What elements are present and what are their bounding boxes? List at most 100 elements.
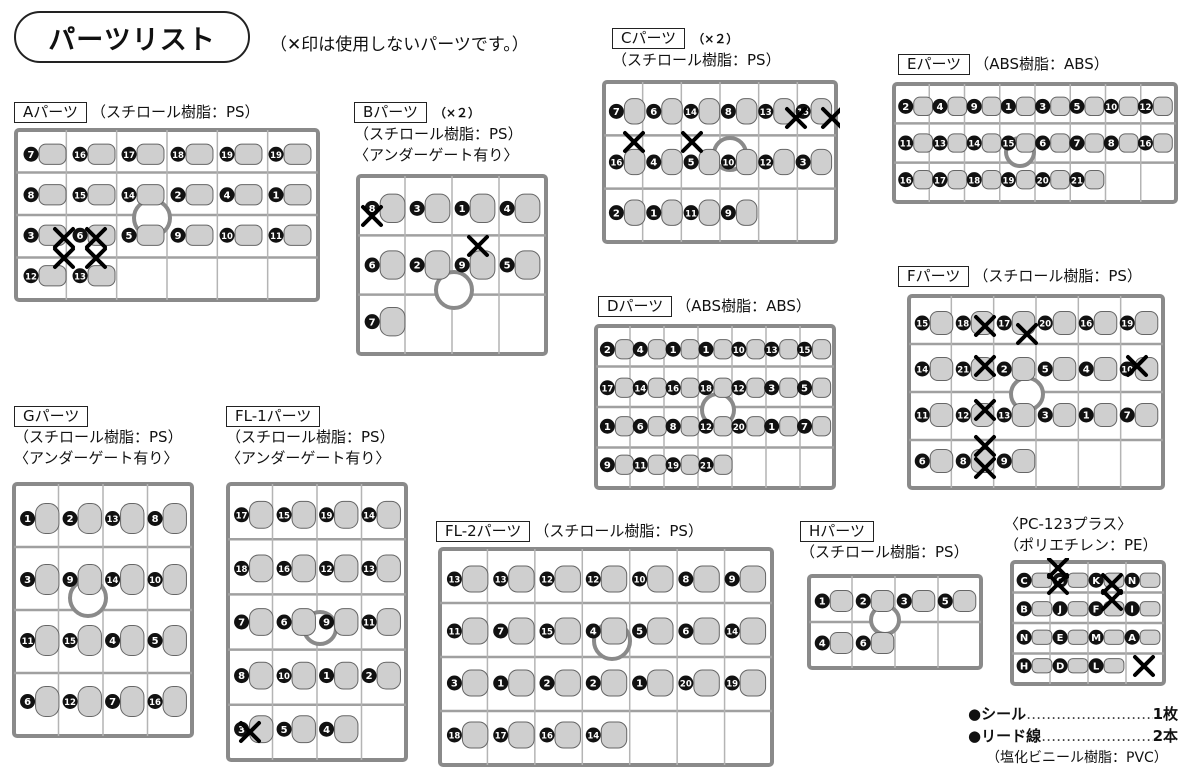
part-number-marker [855,635,871,651]
part-number-marker [632,457,648,473]
part-number: 3 [1039,102,1046,113]
part-number-marker [683,154,699,170]
part-number: 8 [28,190,35,201]
part-number: 6 [369,261,376,272]
part-shape [600,617,628,645]
part-shape [680,339,700,360]
part-shape [614,377,634,398]
part-shape [185,184,214,206]
part-number-marker [898,135,914,151]
part-shape [680,454,700,475]
part-number: 14 [726,628,738,638]
part-shape [680,377,700,398]
part-number-marker [996,453,1012,469]
part-shape [600,721,628,749]
part-number-marker [20,694,36,709]
part-shape [623,98,646,125]
part-number-marker [683,205,699,221]
sprue-c-frame: 76148131516451012321119 [600,78,840,246]
part-number: 18 [700,384,712,394]
part-number: 11 [363,619,375,629]
part-shape [376,554,401,583]
part-shape [913,170,934,190]
part-number: 2 [860,597,867,608]
part-number-marker [1088,658,1104,674]
extras-list: ●シール……………………………………1枚 ●リード線……………………………………… [968,703,1178,769]
part-shape [829,590,854,612]
part-number-marker [1088,572,1104,588]
part-number: 7 [28,150,35,161]
part-number: 2 [414,261,421,272]
unused-part-x-mark [53,247,75,269]
unused-part-x-mark [785,107,807,129]
part-number-marker [996,315,1012,331]
part-number: 5 [1042,365,1049,376]
part-number-marker [724,571,740,587]
part-number: 6 [860,639,867,650]
part-number-marker [20,511,36,526]
sprue-d-label: Dパーツ（ABS樹脂：ABS） [598,296,811,317]
part-number: 1 [768,422,775,433]
part-number: 7 [369,317,376,328]
part-shape [661,98,683,125]
unused-part-x-mark [1133,655,1155,677]
part-shape [713,339,733,360]
part-number-marker [683,103,699,119]
part-number-marker [72,268,88,284]
part-number-marker [20,633,36,648]
part-number-marker [170,187,186,203]
part-number-marker [539,727,555,743]
part-number: 3 [1042,411,1049,422]
part-number-marker [23,187,39,203]
part-number: 4 [637,345,644,356]
part-shape [1052,357,1077,381]
unused-part-x-mark [974,435,996,457]
part-number-marker [454,200,470,216]
unused-part-x-mark [974,457,996,479]
part-number-marker [1069,135,1085,151]
unused-part-x-mark [1047,558,1069,579]
part-number-marker [268,227,284,243]
part-number: 12 [700,423,712,433]
part-shape [376,500,401,529]
part-number-marker [996,361,1012,377]
part-number-marker [62,694,78,709]
part-number: 7 [1124,411,1131,422]
part-shape [38,265,67,287]
part-shape [1011,357,1036,381]
part-number-marker [1124,601,1140,617]
part-number: 8 [670,422,677,433]
part-number: 19 [667,461,679,471]
part-number-marker [758,103,774,119]
unused-parts-note: （✕印は使用しないパーツです。） [270,35,529,55]
part-number-marker [724,623,740,639]
part-shape [623,199,646,226]
part-number: 6 [637,422,644,433]
part-number-marker [932,135,948,151]
part-shape [469,193,496,223]
unused-part-x-mark [1047,573,1069,595]
part-number-marker [731,418,747,434]
part-number: 19 [726,680,738,690]
extras-material-note: （塩化ビニール樹脂：PVC） [986,750,1168,766]
part-number-marker [319,668,335,684]
part-number: 10 [722,159,734,169]
part-number-marker [764,341,780,357]
part-number: 19 [1121,320,1133,330]
part-number-marker [219,146,235,162]
part-shape [1084,96,1105,116]
part-number: 13 [107,515,119,525]
part-number-marker [105,633,121,648]
part-shape [952,590,977,612]
part-number: 2 [175,190,182,201]
part-shape [1118,133,1139,153]
part-number: 16 [74,151,86,161]
part-number: 15 [74,191,86,201]
part-number: 12 [321,565,333,575]
part-number: 18 [236,565,248,575]
part-number: 4 [1083,365,1090,376]
